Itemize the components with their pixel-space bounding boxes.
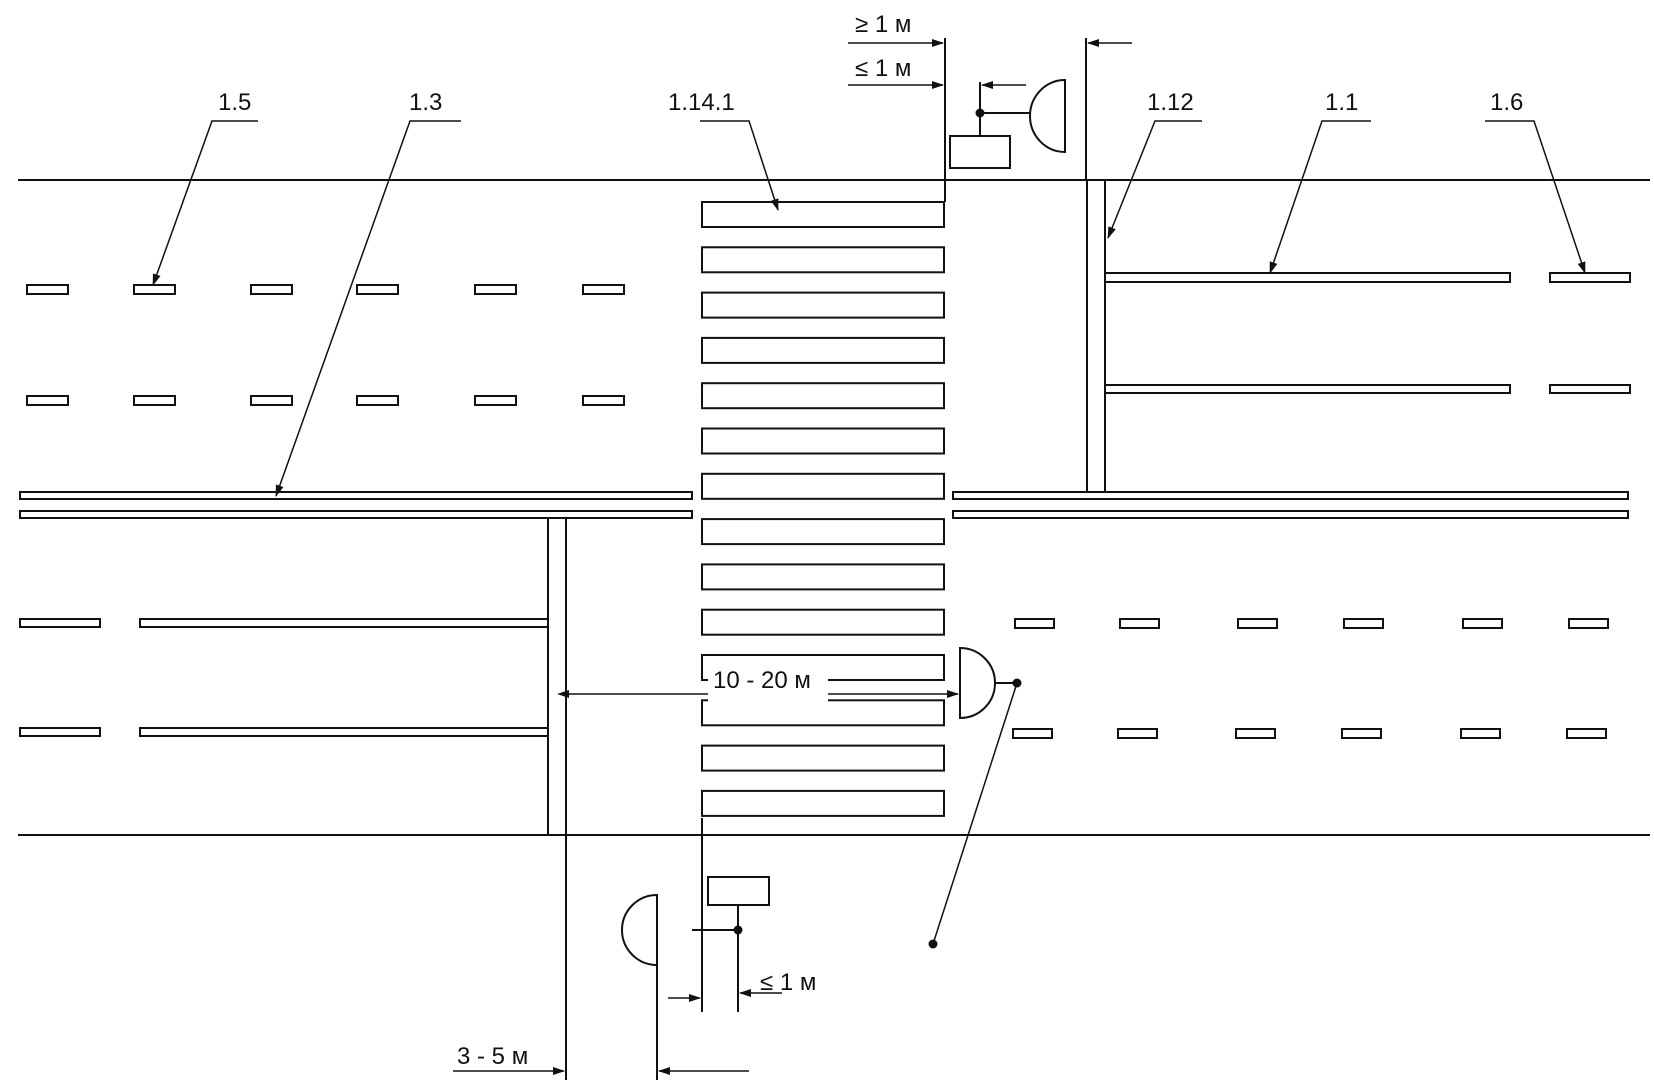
zebra-stripe xyxy=(701,563,945,591)
label-1-14-1: 1.14.1 xyxy=(668,89,735,116)
dimension-lines xyxy=(453,39,1132,1075)
traffic-light-bottom xyxy=(565,818,770,1080)
double-solid-line-1-3 xyxy=(19,491,1629,519)
label-1-1: 1.1 xyxy=(1325,89,1358,116)
traffic-light-top xyxy=(944,38,1087,202)
sign-plate-bottom xyxy=(707,876,770,906)
zebra-crossing-1-14-1 xyxy=(701,201,945,817)
zebra-stripe xyxy=(701,246,945,274)
lower-left-lane-markings xyxy=(19,518,567,835)
dashed-lane-lines-upper-left xyxy=(26,284,625,406)
traffic-light-right xyxy=(928,646,1022,949)
sign-plate-top xyxy=(949,135,1011,169)
zebra-stripe xyxy=(701,744,945,772)
zebra-stripe xyxy=(701,291,945,319)
label-1-3: 1.3 xyxy=(409,89,442,116)
dim-label-bg xyxy=(708,672,828,702)
zebra-stripe xyxy=(701,382,945,410)
zebra-stripe xyxy=(701,608,945,636)
label-1-5: 1.5 xyxy=(218,89,251,116)
dim-bottom-le-1m: ≤ 1 м xyxy=(760,969,816,996)
upper-right-lane-markings xyxy=(1086,180,1631,492)
dim-bottom-3-5m: 3 - 5 м xyxy=(457,1043,528,1070)
label-leaders xyxy=(152,120,1586,497)
zebra-stripe xyxy=(701,518,945,546)
zebra-stripe xyxy=(701,789,945,817)
label-1-6: 1.6 xyxy=(1490,89,1523,116)
dim-top-le-1m: ≤ 1 м xyxy=(855,55,911,82)
zebra-stripe xyxy=(701,472,945,500)
dim-crossing-distance: 10 - 20 м xyxy=(713,667,811,694)
label-1-12: 1.12 xyxy=(1147,89,1194,116)
zebra-stripe xyxy=(701,427,945,455)
zebra-stripe xyxy=(701,201,945,228)
zebra-stripe xyxy=(701,699,945,727)
zebra-stripe xyxy=(701,336,945,364)
dim-top-ge-1m: ≥ 1 м xyxy=(855,11,911,38)
dashed-lane-lines-lower-right xyxy=(1012,618,1609,739)
